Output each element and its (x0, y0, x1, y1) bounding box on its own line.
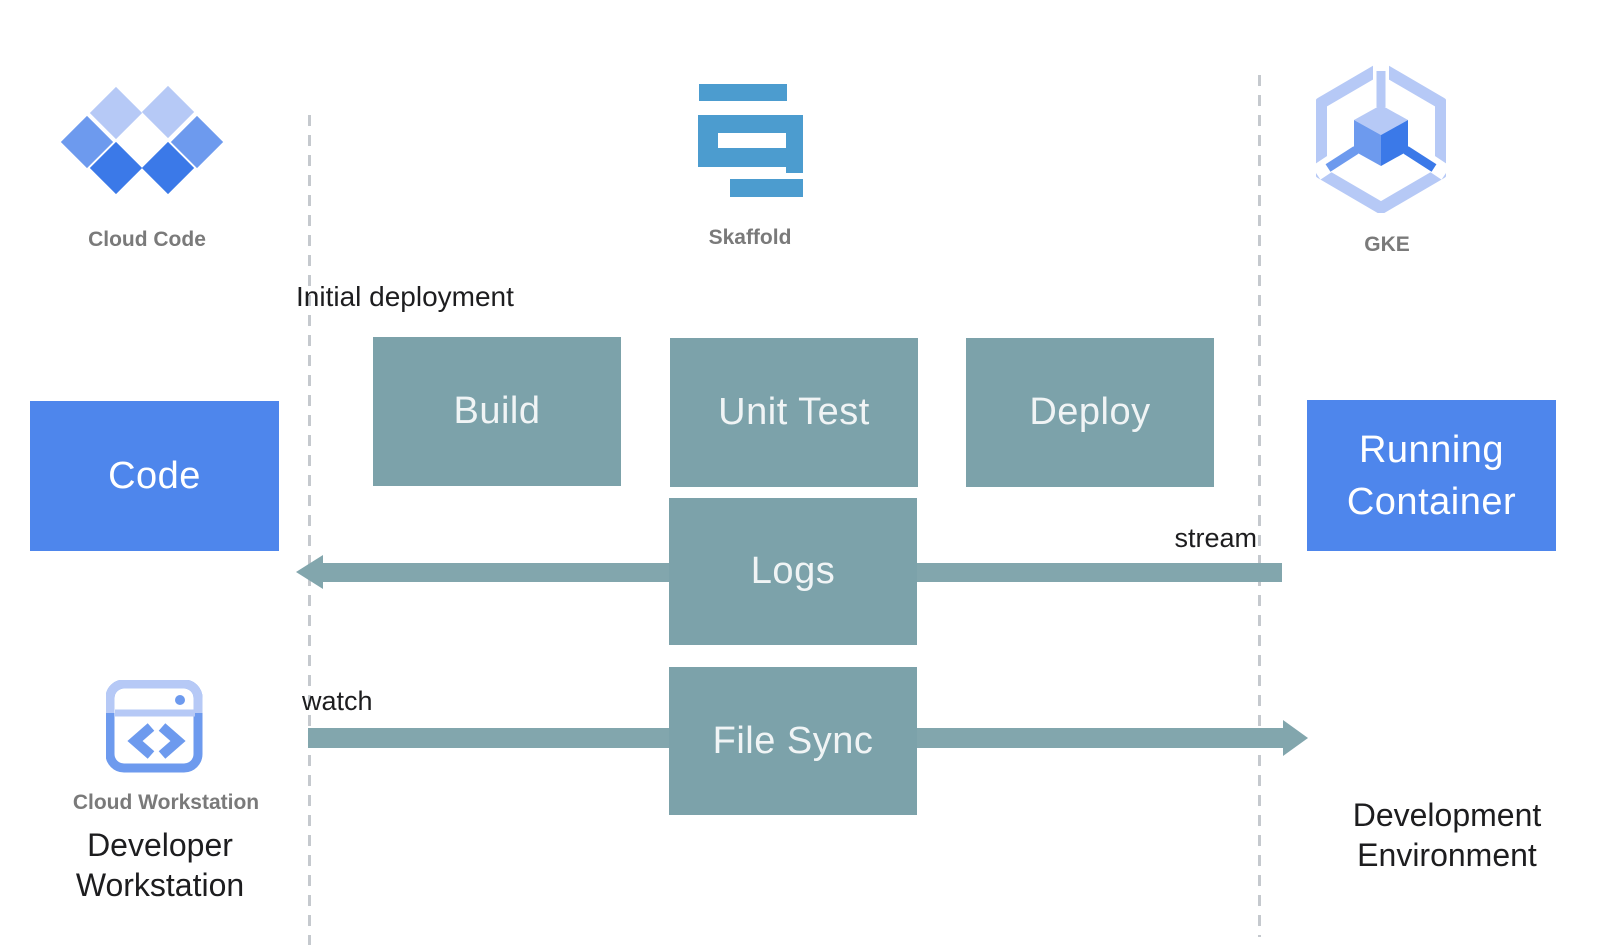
stream-arrowhead-icon (296, 555, 323, 589)
initial-deployment-label: Initial deployment (296, 281, 514, 312)
watch-label: watch (302, 686, 373, 716)
stream-label: stream (1174, 523, 1257, 553)
file-sync-box-label: File Sync (712, 719, 874, 762)
build-box-label: Build (453, 390, 541, 432)
running-container-line1: Running (1358, 428, 1505, 471)
skaffold-icon (698, 84, 803, 197)
developer-workstation-label: Developer Workstation (30, 825, 290, 905)
code-box: Code (30, 401, 279, 551)
unit-test-box-label: Unit Test (718, 391, 870, 433)
running-container-line2: Container (1346, 480, 1517, 523)
running-container-box: Running Container (1307, 400, 1556, 551)
cloud-workstation-icon (106, 680, 203, 773)
developer-workstation-line2: Workstation (75, 867, 245, 903)
cloud-code-icon (60, 85, 224, 195)
left-lane-divider (308, 115, 311, 945)
logs-box-label: Logs (750, 550, 836, 592)
build-box: Build (373, 337, 621, 486)
cloud-workstation-caption: Cloud Workstation (72, 791, 260, 814)
development-environment-label: Development Environment (1297, 795, 1597, 875)
gke-caption: GKE (1364, 233, 1410, 256)
deploy-box: Deploy (966, 338, 1214, 487)
file-sync-box: File Sync (669, 667, 917, 815)
development-environment-line2: Environment (1357, 837, 1537, 873)
watch-arrowhead-icon (1283, 720, 1308, 756)
developer-workstation-line1: Developer (87, 827, 233, 863)
deploy-box-label: Deploy (1029, 391, 1151, 433)
skaffold-caption: Skaffold (708, 226, 792, 249)
unit-test-box: Unit Test (670, 338, 918, 487)
gke-icon (1316, 63, 1446, 213)
logs-box: Logs (669, 498, 917, 645)
cloud-code-caption: Cloud Code (88, 228, 206, 251)
development-environment-line1: Development (1352, 797, 1542, 833)
code-box-label: Code (108, 455, 201, 497)
right-lane-divider (1258, 75, 1261, 937)
